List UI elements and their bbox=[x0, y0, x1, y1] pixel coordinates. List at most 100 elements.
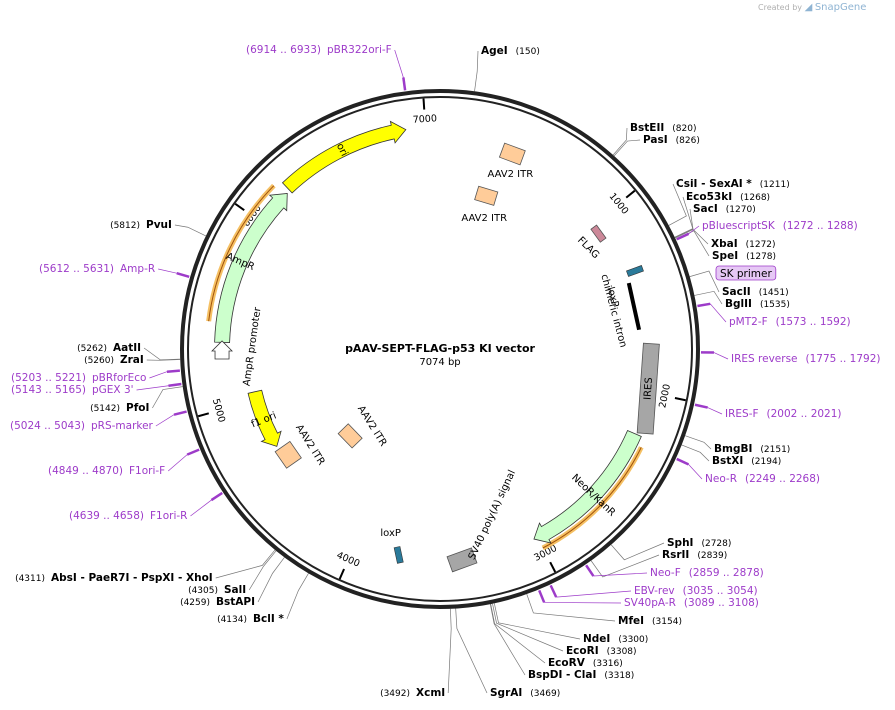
snapgene-logo-icon: ◢ bbox=[804, 2, 813, 13]
enzyme-label[interactable]: NdeI bbox=[583, 633, 610, 645]
tick-mark bbox=[625, 189, 636, 199]
enzyme-label[interactable]: PfoI bbox=[126, 402, 149, 414]
primer-label[interactable]: pBRforEco bbox=[92, 372, 146, 384]
enzyme-label[interactable]: SacI bbox=[693, 203, 718, 215]
primer-mark bbox=[549, 584, 558, 598]
enzyme-leader bbox=[286, 573, 309, 620]
enzyme-label[interactable]: BmgBI bbox=[714, 443, 752, 455]
chimeric-intron-bar bbox=[626, 282, 642, 331]
primer-label[interactable]: pRS-marker bbox=[91, 420, 154, 432]
enzyme-label[interactable]: EcoRI bbox=[566, 645, 599, 657]
primer-label-boxed[interactable]: SK primer bbox=[720, 268, 772, 280]
enzyme-label[interactable]: XbaI bbox=[711, 238, 738, 250]
primer-range: (1573 .. 1592) bbox=[776, 316, 851, 328]
enzyme-leader bbox=[674, 229, 709, 245]
enzyme-position: (1211) bbox=[760, 180, 790, 190]
primer-leader bbox=[167, 454, 188, 472]
enzyme-label[interactable]: SphI bbox=[667, 537, 693, 549]
tick-label: 2000 bbox=[657, 383, 673, 409]
feature-arrow bbox=[247, 389, 282, 447]
primer-label[interactable]: EBV-rev bbox=[634, 585, 675, 597]
enzyme-leader bbox=[689, 270, 720, 293]
enzyme-leader bbox=[248, 550, 277, 591]
enzyme-label[interactable]: SalI bbox=[224, 584, 246, 596]
primer-mark bbox=[166, 369, 181, 373]
enzyme-leader bbox=[685, 435, 712, 450]
enzyme-label[interactable]: Eco53kI bbox=[686, 191, 732, 203]
feature-label: SV40 poly(A) signal bbox=[467, 468, 518, 561]
primer-leader bbox=[394, 49, 404, 78]
enzyme-label[interactable]: ZraI bbox=[120, 354, 144, 366]
enzyme-label[interactable]: AatII bbox=[113, 342, 141, 354]
enzyme-leader bbox=[612, 127, 628, 156]
enzyme-label[interactable]: BstAPI bbox=[216, 596, 255, 608]
enzyme-position: (3308) bbox=[607, 647, 637, 657]
enzyme-label[interactable]: AbsI - PaeR7I - PspXI - XhoI bbox=[51, 572, 213, 584]
primer-leader bbox=[593, 572, 648, 577]
enzyme-label[interactable]: BglII bbox=[725, 298, 752, 310]
enzyme-label[interactable]: BclI * bbox=[253, 613, 284, 625]
enzyme-label[interactable]: SpeI bbox=[712, 250, 738, 262]
enzyme-label[interactable]: BstXI bbox=[712, 455, 743, 467]
primer-label[interactable]: IRES-F bbox=[725, 408, 759, 420]
leader-lines bbox=[136, 49, 729, 694]
primer-label[interactable]: IRES reverse bbox=[731, 353, 798, 365]
primer-label[interactable]: Neo-R bbox=[705, 473, 737, 485]
primer-label[interactable]: Amp-R bbox=[120, 263, 155, 275]
enzyme-position: (2728) bbox=[701, 539, 731, 549]
enzyme-label[interactable]: XcmI bbox=[416, 687, 445, 699]
feature-arrow bbox=[281, 120, 407, 194]
primer-label[interactable]: Neo-F bbox=[650, 567, 681, 579]
enzyme-label[interactable]: PvuI bbox=[146, 219, 172, 231]
feature-label: IRES bbox=[642, 377, 655, 400]
enzyme-label[interactable]: BstEII bbox=[630, 122, 664, 134]
enzyme-label[interactable]: EcoRV bbox=[548, 657, 586, 669]
enzyme-label[interactable]: RsrII bbox=[662, 549, 689, 561]
enzyme-position: (4134) bbox=[217, 615, 247, 625]
tick-mark bbox=[422, 98, 426, 110]
enzyme-position: (4311) bbox=[15, 574, 45, 584]
enzyme-label[interactable]: MfeI bbox=[618, 615, 644, 627]
primer-leader bbox=[155, 414, 175, 427]
enzyme-position: (3469) bbox=[530, 689, 560, 699]
primer-label[interactable]: pBluescriptSK bbox=[702, 220, 776, 232]
primer-mark bbox=[676, 232, 690, 241]
enzyme-leader bbox=[490, 603, 546, 664]
enzyme-label[interactable]: CsiI - SexAI * bbox=[676, 178, 752, 190]
feature-label: AAV2 ITR bbox=[461, 213, 507, 224]
primer-label[interactable]: F1ori-R bbox=[150, 510, 187, 522]
loxp-box bbox=[393, 546, 404, 564]
primer-range: (4639 .. 4658) bbox=[69, 510, 144, 522]
map-title: pAAV-SEPT-FLAG-p53 KI vector bbox=[345, 342, 535, 355]
tick-label: 5000 bbox=[210, 398, 227, 424]
feature-label: ori bbox=[334, 142, 350, 159]
primer-label[interactable]: pMT2-F bbox=[729, 316, 768, 328]
primer-mark bbox=[168, 382, 182, 387]
primer-label[interactable]: pGEX 3' bbox=[92, 384, 134, 396]
enzyme-label[interactable]: SgrAI bbox=[490, 687, 522, 699]
enzyme-leader bbox=[455, 608, 488, 694]
primer-leader bbox=[707, 407, 723, 415]
enzyme-label[interactable]: SacII bbox=[722, 286, 751, 298]
enzyme-position: (3154) bbox=[652, 617, 682, 627]
feature-label: AAV2 ITR bbox=[293, 423, 327, 468]
enzyme-position: (1278) bbox=[746, 252, 776, 262]
enzyme-label[interactable]: AgeI bbox=[481, 45, 508, 57]
primer-label[interactable]: F1ori-F bbox=[129, 465, 165, 477]
enzyme-label[interactable]: BspDI - ClaI bbox=[528, 669, 596, 681]
label-layer: AgeI(150)BstEII(820)PasI(826)CsiI - SexA… bbox=[10, 44, 881, 699]
primer-range: (1272 .. 1288) bbox=[783, 220, 858, 232]
enzyme-position: (2839) bbox=[697, 551, 727, 561]
feature-arrow bbox=[214, 193, 288, 343]
primer-leader bbox=[556, 590, 632, 598]
primer-range: (2859 .. 2878) bbox=[689, 567, 764, 579]
primer-label[interactable]: SV40pA-R bbox=[624, 597, 676, 609]
primer-range: (6914 .. 6933) bbox=[246, 44, 321, 56]
enzyme-leader bbox=[694, 290, 723, 305]
primer-label[interactable]: pBR322ori-F bbox=[327, 44, 392, 56]
enzyme-leader bbox=[492, 603, 564, 652]
backbone-outer bbox=[180, 89, 700, 609]
enzyme-label[interactable]: PasI bbox=[643, 134, 668, 146]
enzyme-leader bbox=[590, 554, 660, 578]
backbone-circle bbox=[180, 89, 700, 609]
